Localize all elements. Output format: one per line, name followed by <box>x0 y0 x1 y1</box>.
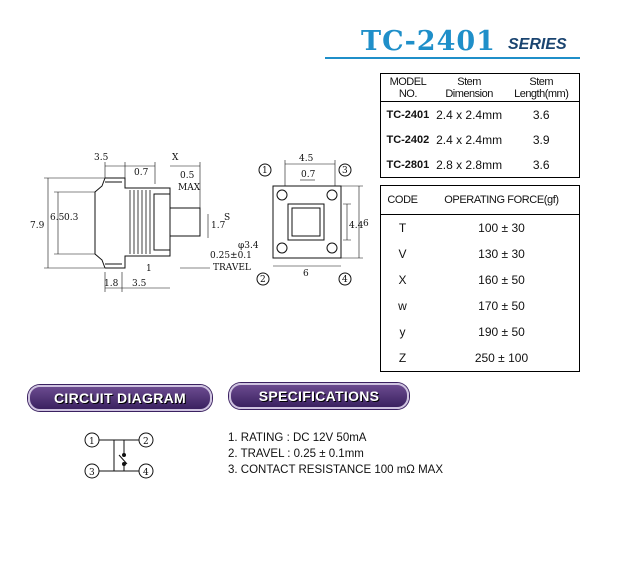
pin-number: 4 <box>143 468 149 478</box>
dim-label: S <box>224 213 230 223</box>
dim-label: φ3.4 <box>238 241 259 251</box>
dimension-cell: 2.8 x 2.8mm <box>436 157 503 172</box>
column-header: Stem Length(mm) <box>503 73 580 102</box>
pin-number: 2 <box>143 437 149 447</box>
circuit-diagram-heading: CIRCUIT DIAGRAM <box>28 385 212 411</box>
dim-label: 0.5 <box>180 171 195 181</box>
stem-dimension-table: MODEL NO. Stem Dimension Stem Length(mm)… <box>380 73 580 178</box>
dim-label: 1.7 <box>211 221 226 231</box>
series-label: SERIES <box>508 36 567 53</box>
force-cell: 250 ± 100 <box>474 351 529 365</box>
dim-label: 0.3 <box>64 213 79 223</box>
pin-number: 1 <box>89 437 95 447</box>
length-cell: 3.9 <box>532 132 550 147</box>
pin-number: 1 <box>262 166 268 176</box>
circuit-diagram: 1 2 3 4 <box>84 432 154 479</box>
model-title: TC-2401 <box>361 26 496 57</box>
dim-label: 6 <box>363 219 369 229</box>
section-heading-text: SPECIFICATIONS <box>258 388 380 404</box>
model-cell: TC-2801 <box>386 158 430 171</box>
dim-label: 0.7 <box>134 168 149 178</box>
pin-number: 3 <box>342 166 348 176</box>
force-cell: 190 ± 50 <box>478 325 525 339</box>
spec-line: 3. CONTACT RESISTANCE 100 mΩ MAX <box>228 464 444 476</box>
column-header: Stem Dimension <box>434 73 504 102</box>
code-cell: y <box>399 325 406 339</box>
column-header: MODEL NO. <box>380 73 435 102</box>
pin-number: 4 <box>342 275 348 285</box>
table-row: X 160 ± 50 <box>381 267 580 293</box>
table-row: y 190 ± 50 <box>381 319 580 345</box>
dim-label: X <box>172 153 179 163</box>
code-cell: T <box>398 221 407 235</box>
table-row: Z 250 ± 100 <box>381 345 580 372</box>
dim-label: TRAVEL <box>213 263 251 273</box>
dim-label: 6.5 <box>50 213 65 223</box>
table-row: T 100 ± 30 <box>381 215 580 242</box>
dim-label: 3.5 <box>132 279 147 289</box>
dim-label: 4.5 <box>299 154 314 164</box>
top-view-drawing: 4.5 0.7 4.4 6 6 1 2 3 4 <box>256 154 369 286</box>
column-header: CODE <box>380 185 424 215</box>
force-cell: 170 ± 50 <box>478 299 525 313</box>
table-row: V 130 ± 30 <box>381 241 580 267</box>
force-cell: 130 ± 30 <box>478 247 525 261</box>
table-header-row: MODEL NO. Stem Dimension Stem Length(mm) <box>380 73 580 102</box>
dim-label: 1 <box>146 264 152 274</box>
force-cell: 160 ± 50 <box>478 273 525 287</box>
side-view-drawing: 3.5 0.7 X 0.5 MAX 7.9 6.5 0.3 1.7 S φ3.4… <box>30 153 259 292</box>
force-cell: 100 ± 30 <box>478 221 525 235</box>
length-cell: 3.6 <box>532 157 550 172</box>
dimension-cell: 2.4 x 2.4mm <box>436 132 503 147</box>
dim-label: 0.7 <box>301 170 316 180</box>
title-underline <box>325 57 580 59</box>
dim-label: MAX <box>178 183 201 193</box>
spec-line: 1. RATING : DC 12V 50mA <box>228 432 367 444</box>
operating-force-table: CODE OPERATING FORCE(gf) T 100 ± 30 V 13… <box>380 185 580 372</box>
specifications-heading: SPECIFICATIONS <box>229 383 409 409</box>
code-cell: X <box>398 273 407 287</box>
dim-label: 7.9 <box>30 221 45 231</box>
dim-label: 0.25±0.1 <box>210 251 252 261</box>
dim-label: 4.4 <box>349 221 364 231</box>
page-header: TC-2401 SERIES <box>325 26 580 62</box>
dim-label: 6 <box>303 269 309 279</box>
model-cell: TC-2402 <box>386 133 430 146</box>
table-row: TC-2801 2.8 x 2.8mm 3.6 <box>381 152 580 178</box>
length-cell: 3.6 <box>532 107 550 122</box>
pin-number: 2 <box>260 275 266 285</box>
code-cell: w <box>398 299 407 313</box>
dimension-cell: 2.4 x 2.4mm <box>436 107 503 122</box>
table-row: w 170 ± 50 <box>381 293 580 319</box>
pin-number: 3 <box>89 468 95 478</box>
code-cell: Z <box>398 351 407 365</box>
section-heading-text: CIRCUIT DIAGRAM <box>53 390 187 406</box>
column-header: OPERATING FORCE(gf) <box>423 185 580 215</box>
table-row: TC-2402 2.4 x 2.4mm 3.9 <box>381 127 580 152</box>
table-header-row: CODE OPERATING FORCE(gf) <box>380 185 580 215</box>
spec-line: 2. TRAVEL : 0.25 ± 0.1mm <box>228 448 364 460</box>
code-cell: V <box>398 247 407 261</box>
table-row: TC-2401 2.4 x 2.4mm 3.6 <box>381 102 580 128</box>
dim-label: 3.5 <box>94 153 109 163</box>
model-cell: TC-2401 <box>386 108 430 121</box>
dim-label: 1.8 <box>104 279 119 289</box>
